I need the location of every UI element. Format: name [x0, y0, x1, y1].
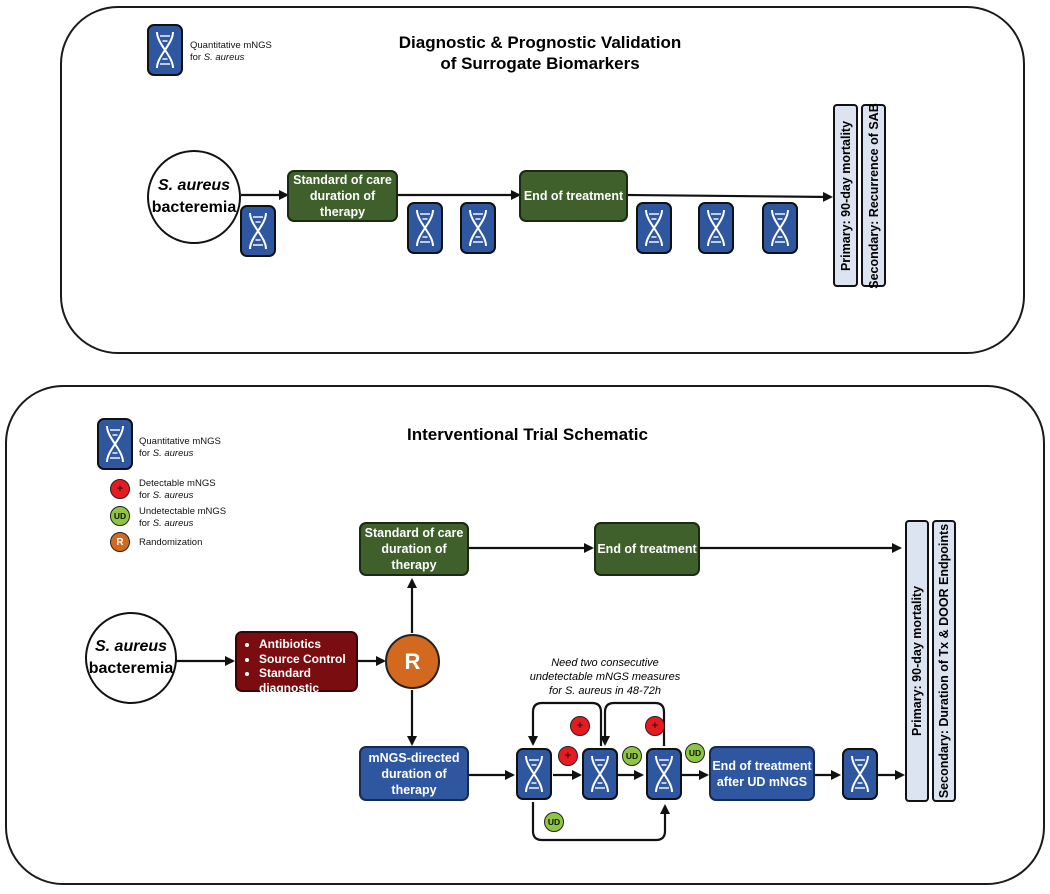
loop-2: [600, 701, 666, 746]
loop-bottom: [531, 802, 670, 842]
ud-symbol: UD: [625, 751, 639, 761]
end-of-treatment-box: End of treatment: [519, 170, 628, 222]
plus-symbol: +: [651, 720, 659, 732]
end-of-treatment-label: End of treatment: [597, 542, 697, 556]
detectable-badge: +: [558, 746, 578, 766]
undetectable-badge: UD: [544, 812, 564, 832]
legend-undetectable-line1: Undetectable mNGS: [139, 506, 227, 517]
panel1-title: Diagnostic & Prognostic Validation of Su…: [340, 32, 740, 74]
intervention-item: Source Control: [259, 652, 350, 667]
secondary-outcome-label: Secondary: Recurrence of SAB: [866, 102, 881, 289]
primary-outcome-label: Primary: 90-day mortality: [838, 120, 853, 271]
panel2-title-text: Interventional Trial Schematic: [407, 425, 648, 444]
end-of-treatment-label: End of treatment: [523, 189, 624, 203]
note-line3: for S. aureus in 48-72h: [549, 685, 661, 697]
panel1-title-line1: Diagnostic & Prognostic Validation: [398, 33, 682, 52]
soc-duration-label: Standard of care duration of therapy: [364, 526, 464, 572]
dna-icon: [460, 202, 496, 254]
panel2-title: Interventional Trial Schematic: [340, 424, 715, 445]
undetectable-badge: UD: [685, 743, 705, 763]
legend-undetectable-line2: for S. aureus: [139, 518, 194, 529]
soc-duration-box: Standard of care duration of therapy: [287, 170, 398, 222]
dna-icon: [762, 202, 798, 254]
dna-icon: [516, 748, 552, 800]
intervention-item: Standard diagnostic evaluation: [259, 666, 350, 710]
mngs-directed-label: mNGS-directed duration of therapy: [368, 750, 460, 797]
dna-icon: [240, 205, 276, 257]
randomization-letter: R: [404, 648, 421, 674]
organism-label: S. aureus: [157, 177, 231, 194]
ud-symbol: UD: [547, 817, 561, 827]
consecutive-note: Need two consecutive undetectable mNGS m…: [520, 656, 690, 698]
end-of-treatment-ud-label: End of treatment after UD mNGS: [712, 758, 812, 789]
secondary-outcome-label: Secondary: Duration of Tx & DOOR Endpoin…: [937, 523, 951, 799]
bacteremia-label: bacteremia: [151, 199, 237, 216]
dna-icon: [842, 748, 878, 800]
plus-symbol: +: [576, 720, 584, 732]
ud-symbol: UD: [688, 748, 702, 758]
trial-panel: [5, 385, 1045, 885]
legend-dna-line2: for S. aureus: [139, 448, 194, 459]
dna-icon: [636, 202, 672, 254]
soc-duration-box: Standard of care duration of therapy: [359, 522, 469, 576]
end-of-treatment-box: End of treatment: [594, 522, 700, 576]
note-line2: undetectable mNGS measures: [529, 671, 681, 683]
dna-icon: [407, 202, 443, 254]
legend-dna-label: Quantitative mNGS for S. aureus: [190, 40, 272, 64]
legend-dna-line1: Quantitative mNGS: [139, 436, 221, 447]
plus-symbol: +: [564, 750, 572, 762]
legend-dna-label: Quantitative mNGS for S. aureus: [139, 436, 221, 460]
dna-icon: [646, 748, 682, 800]
interventions-list: Antibiotics Source Control Standard diag…: [245, 637, 350, 710]
legend-dna-line2: for S. aureus: [190, 52, 245, 63]
soc-duration-label: Standard of care duration of therapy: [293, 173, 392, 219]
dna-icon: [582, 748, 618, 800]
end-of-treatment-ud-box: End of treatment after UD mNGS: [709, 746, 815, 801]
ud-symbol: UD: [113, 511, 127, 521]
legend-detectable-badge: +: [110, 479, 130, 499]
detectable-badge: +: [645, 716, 665, 736]
bacteremia-circle: S. aureus bacteremia: [85, 612, 177, 704]
secondary-outcome-bar: Secondary: Recurrence of SAB: [861, 102, 886, 289]
arrow-p1-3: [627, 191, 833, 202]
legend-detectable-line2: for S. aureus: [139, 490, 194, 501]
legend-dna-line1: Quantitative mNGS: [190, 40, 272, 51]
secondary-outcome-bar: Secondary: Duration of Tx & DOOR Endpoin…: [932, 520, 956, 802]
randomization-circle: R: [385, 634, 440, 689]
legend-detectable-label: Detectable mNGS for S. aureus: [139, 478, 216, 502]
loop-1: [528, 701, 603, 746]
legend-detectable-line1: Detectable mNGS: [139, 478, 216, 489]
legend-dna-icon: [97, 418, 133, 470]
detectable-badge: +: [570, 716, 590, 736]
legend-undetectable-label: Undetectable mNGS for S. aureus: [139, 506, 226, 530]
panel1-title-line2: of Surrogate Biomarkers: [440, 54, 640, 73]
legend-dna-icon: [147, 24, 183, 76]
legend-undetectable-badge: UD: [110, 506, 130, 526]
note-line1: Need two consecutive: [551, 657, 659, 669]
legend-randomization-text: Randomization: [139, 537, 203, 548]
bacteremia-label: bacteremia: [88, 660, 174, 677]
interventions-box: Antibiotics Source Control Standard diag…: [235, 631, 358, 709]
legend-randomization-label: Randomization: [139, 537, 202, 549]
undetectable-badge: UD: [622, 746, 642, 766]
plus-symbol: +: [116, 483, 124, 495]
dna-icon: [698, 202, 734, 254]
legend-randomization-badge: R: [110, 532, 130, 552]
organism-label: S. aureus: [94, 638, 168, 655]
primary-outcome-bar: Primary: 90-day mortality: [833, 104, 858, 287]
intervention-item: Antibiotics: [259, 637, 350, 652]
mngs-directed-box: mNGS-directed duration of therapy: [359, 746, 469, 801]
primary-outcome-bar: Primary: 90-day mortality: [905, 520, 929, 802]
primary-outcome-label: Primary: 90-day mortality: [910, 585, 924, 737]
r-symbol: R: [116, 536, 124, 548]
bacteremia-circle: S. aureus bacteremia: [147, 150, 241, 244]
